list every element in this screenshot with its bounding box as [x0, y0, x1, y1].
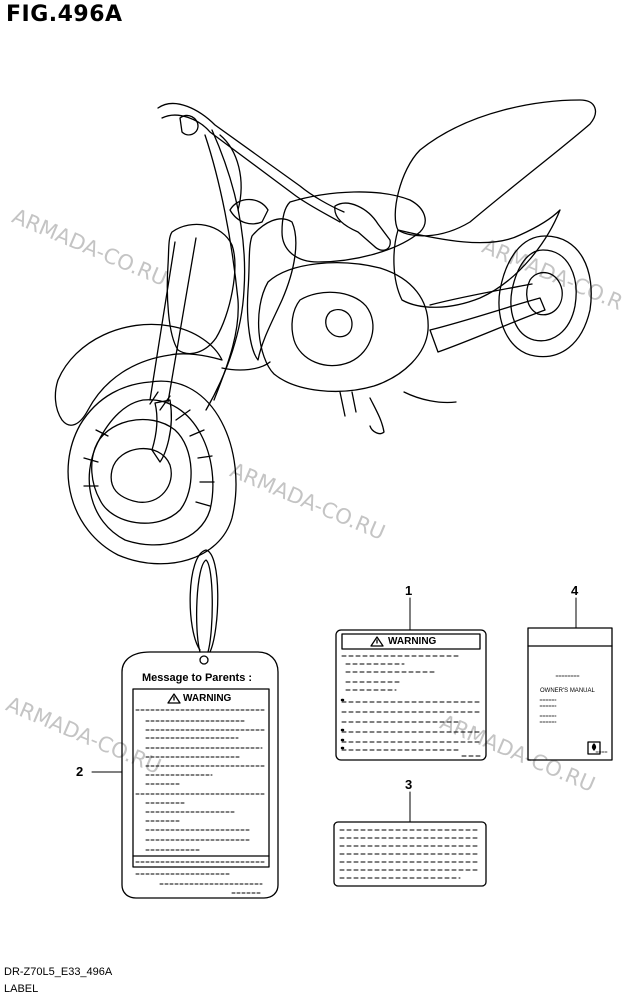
manual-title-text: OWNER'S MANUAL: [540, 688, 595, 694]
label-1-header-box: [341, 633, 481, 650]
tag-outline: [121, 651, 279, 899]
hang-tag: [121, 549, 279, 899]
handlebar: [157, 102, 345, 213]
engine: [258, 262, 429, 393]
front-number-plate: [166, 223, 236, 355]
side-cover: [393, 209, 561, 308]
rear-wheel: [498, 235, 592, 358]
front-wheel: [67, 380, 237, 565]
tag-string: [189, 549, 219, 653]
manual-outline: [527, 627, 613, 761]
label-1-outline: [335, 629, 487, 761]
label-3-text-lines: [339, 829, 481, 879]
tag-warning-box: [132, 688, 270, 868]
fork-bottom: [151, 399, 172, 463]
fuel-tank: [281, 191, 426, 263]
motorcycle-illustration: [54, 99, 597, 565]
top-clamp: [229, 198, 269, 225]
swingarm: [429, 297, 546, 353]
warning-triangle-icon: [167, 693, 181, 704]
right-grip: [334, 202, 391, 251]
diagram-code: DR-Z70L5_E33_496A: [4, 966, 113, 978]
callout-leaders: [91, 597, 577, 823]
seat: [394, 99, 597, 237]
steering-head: [246, 218, 297, 361]
tag-warning-text: WARNING: [183, 693, 232, 704]
owners-manual: [527, 627, 613, 761]
callout-4: 4: [571, 583, 579, 598]
cable: [204, 134, 239, 401]
label-1-warning-text: WARNING: [388, 636, 437, 647]
kickstand: [339, 391, 357, 417]
manual-logo-box: [587, 741, 601, 755]
front-fender: [54, 323, 223, 426]
tag-heading: Message to Parents :: [142, 672, 253, 684]
front-fork: [149, 237, 197, 403]
warning-triangle-icon: [370, 636, 384, 647]
callout-2: 2: [76, 764, 84, 779]
warning-label-1: [335, 629, 487, 761]
cable: [205, 129, 246, 411]
diagram-name: LABEL: [4, 983, 39, 995]
tag-text-lines: [135, 709, 267, 894]
callout-1: 1: [405, 583, 413, 598]
footpeg: [369, 397, 385, 435]
figure-title: FIG.496A: [6, 2, 123, 27]
label-1-text-lines: [341, 655, 483, 757]
callout-3: 3: [405, 777, 413, 792]
